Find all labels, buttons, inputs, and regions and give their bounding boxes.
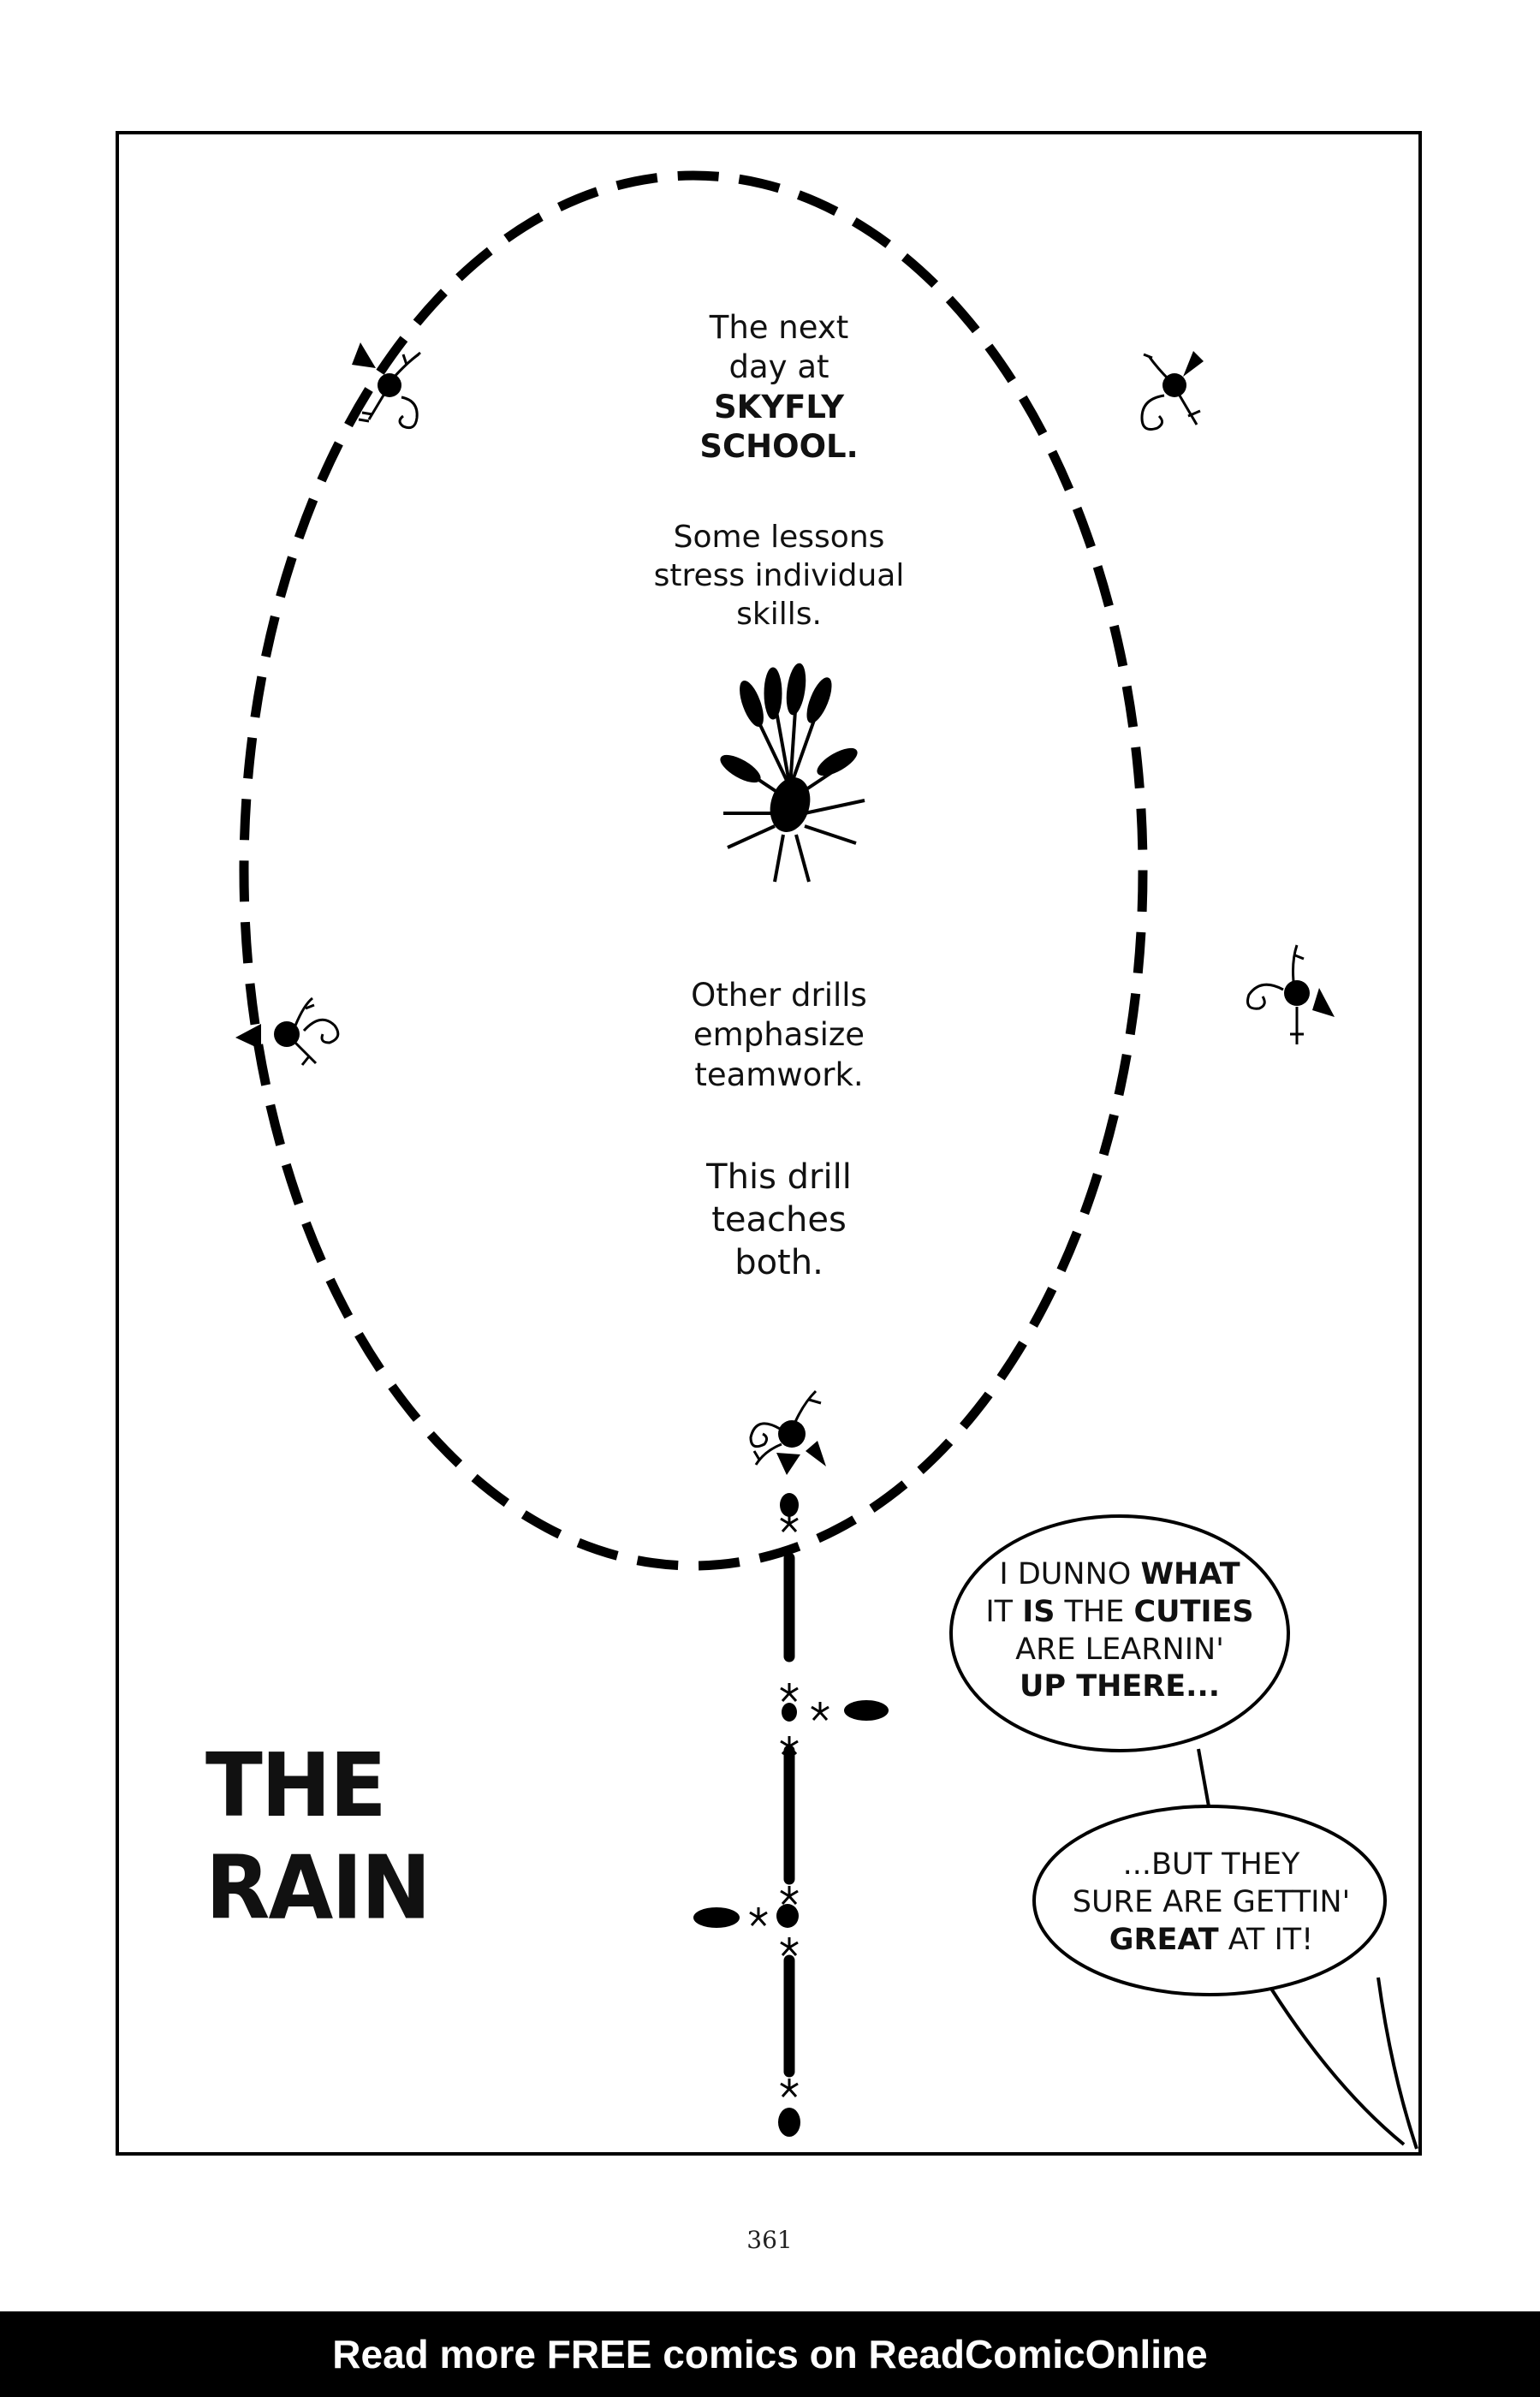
caption-lessons: Some lessons stress individual skills. <box>616 518 942 633</box>
balloon-1-line2-c: THE <box>1055 1594 1134 1629</box>
caption-school-line1: SKYFLY <box>714 388 844 425</box>
balloon-1-text: I DUNNO WHAT IT IS THE CUTIES ARE LEARNI… <box>957 1556 1282 1706</box>
caption-drills: Other drills emphasize teamwork. <box>659 976 899 1095</box>
speech-balloon-1 <box>949 1514 1290 1752</box>
balloon-1-tail <box>1197 1748 1210 1807</box>
caption-both-line1: This drill <box>706 1157 852 1197</box>
balloon-2-line3: GREAT AT IT! <box>1032 1922 1391 1960</box>
balloon-1-line1-a: I DUNNO <box>999 1557 1141 1591</box>
caption-intro-line1: The next <box>709 309 849 346</box>
rain-drops <box>693 1493 889 2137</box>
caption-drills-line3: teamwork. <box>694 1056 864 1093</box>
caption-both: This drill teaches both. <box>676 1156 882 1284</box>
story-title: THE RAIN <box>205 1734 431 1940</box>
flight-path-ellipse <box>239 170 1148 1571</box>
caption-intro-line2: day at <box>728 348 829 386</box>
caption-school-line2: SCHOOL. <box>699 427 859 465</box>
caption-lessons-line2: stress individual skills. <box>653 558 905 632</box>
caption-both-line3: both. <box>734 1243 824 1282</box>
page-number: 361 <box>746 2226 793 2254</box>
skyfly-middle-right <box>1246 944 1335 1044</box>
footer-banner[interactable]: Read more FREE comics on ReadComicOnline <box>0 2311 1540 2397</box>
caption-drills-line1: Other drills <box>691 977 867 1014</box>
center-creature <box>720 663 865 883</box>
caption-intro: The next day at SKYFLY SCHOOL. <box>651 308 907 467</box>
balloon-1-line3: ARE LEARNIN' <box>1015 1632 1224 1667</box>
caption-drills-line2: emphasize <box>693 1016 865 1054</box>
balloon-1-line4: UP THERE... <box>1019 1669 1221 1704</box>
balloon-2-line3-b: AT IT! <box>1218 1922 1314 1957</box>
balloon-1-line2-a: IT <box>985 1594 1023 1629</box>
caption-lessons-line1: Some lessons <box>673 520 885 555</box>
skyfly-top-right <box>1140 351 1204 431</box>
skyfly-top-left <box>352 342 421 430</box>
balloon-1-line1: I DUNNO WHAT <box>957 1556 1282 1594</box>
balloon-1-line2-d: CUTIES <box>1133 1594 1254 1629</box>
balloon-2-text: ...BUT THEY SURE ARE GETTIN' GREAT AT IT… <box>1032 1847 1391 1959</box>
speech-balloon-2 <box>1032 1805 1387 1996</box>
rain-sparkles <box>749 1514 829 2097</box>
balloon-2-line2: SURE ARE GETTIN' <box>1072 1884 1351 1919</box>
balloon-1-line2: IT IS THE CUTIES <box>957 1594 1282 1632</box>
skyfly-middle-left <box>235 996 340 1066</box>
balloon-1-line2-b: IS <box>1022 1594 1055 1629</box>
skyfly-bottom <box>749 1389 826 1475</box>
balloon-2-line3-a: GREAT <box>1109 1922 1219 1957</box>
caption-both-line2: teaches <box>711 1200 847 1240</box>
balloon-2-tail <box>1269 1977 1418 2150</box>
balloon-1-line1-b: WHAT <box>1140 1557 1240 1591</box>
balloon-2-line1: ...BUT THEY <box>1122 1847 1300 1882</box>
